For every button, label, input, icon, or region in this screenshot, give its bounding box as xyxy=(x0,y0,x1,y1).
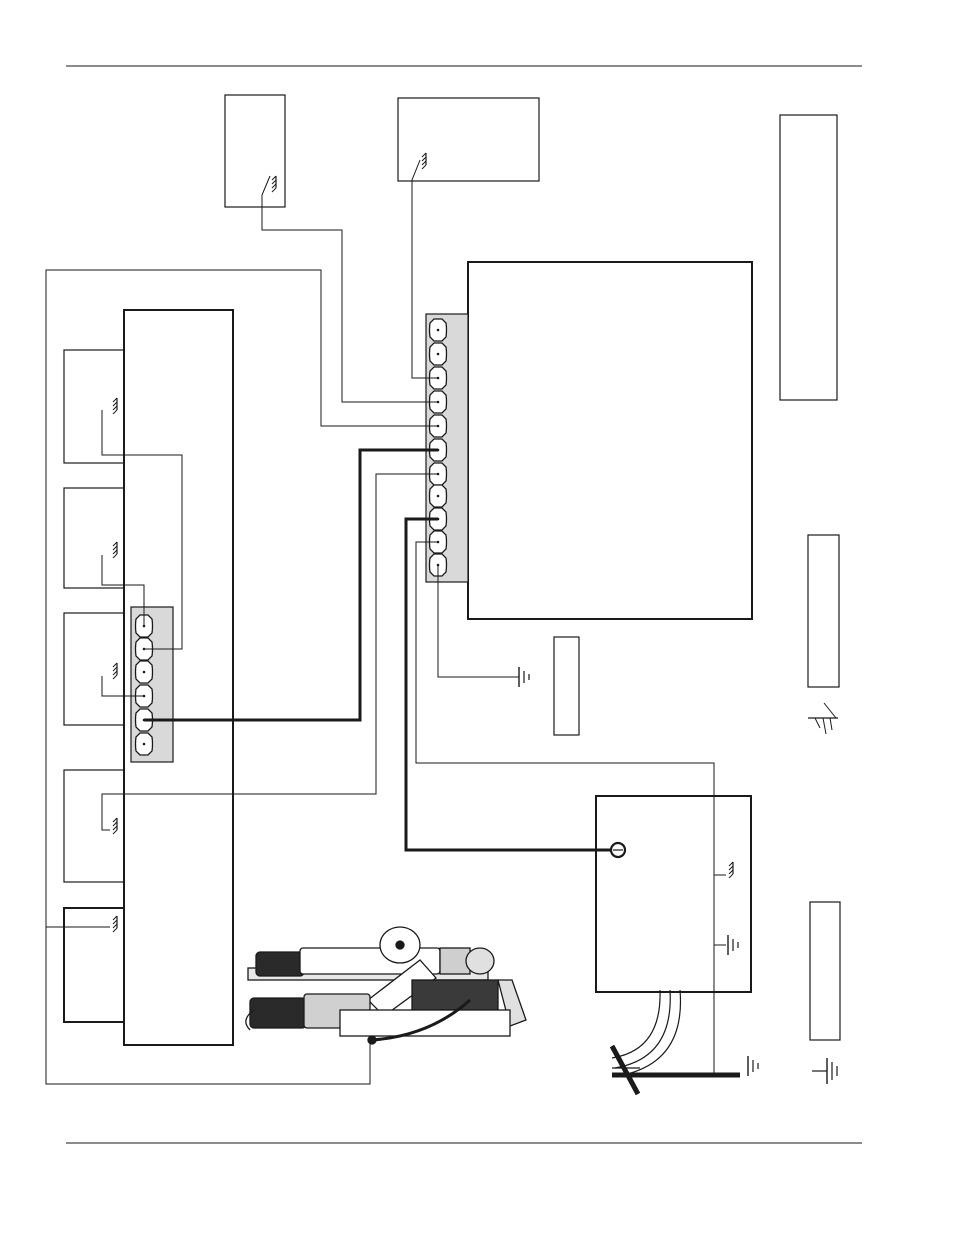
rack-module xyxy=(63,907,125,1023)
rack-module xyxy=(63,612,125,726)
rack-module xyxy=(63,349,125,464)
terminal xyxy=(428,318,448,342)
chassis-ground-icon xyxy=(421,152,427,170)
rack-module xyxy=(63,769,125,883)
earth-ground-rod xyxy=(609,989,759,1096)
terminal xyxy=(134,660,154,684)
top-left-unit xyxy=(224,94,286,208)
chassis-ground-icon xyxy=(112,662,118,680)
rack-terminal-block xyxy=(130,606,174,763)
earth-ground-icon xyxy=(812,1058,838,1084)
chassis-ground-icon xyxy=(112,817,118,835)
earth-ground-icon xyxy=(518,666,530,688)
thin-wires xyxy=(45,159,740,1085)
right-bottom-panel xyxy=(809,901,841,1041)
workpiece-enclosure xyxy=(595,795,752,993)
earth-ground-icon xyxy=(747,1055,759,1077)
chassis-ground-icon xyxy=(112,541,118,559)
top-center-unit xyxy=(397,97,540,182)
terminal-strip xyxy=(425,313,469,583)
chassis-ground-icon xyxy=(728,861,734,879)
main-power-supply xyxy=(467,261,753,620)
heavy-wires xyxy=(144,448,618,852)
plasma-torch-icon xyxy=(245,926,527,1045)
chassis-ground-icon xyxy=(271,175,277,193)
terminal xyxy=(428,484,448,508)
terminal xyxy=(134,732,154,756)
chassis-ground-icon xyxy=(112,915,118,933)
right-tall-panel xyxy=(779,114,838,401)
terminal xyxy=(428,342,448,366)
control-rack xyxy=(63,309,234,1046)
chassis-ground-icon xyxy=(112,397,118,415)
small-label-panel xyxy=(553,636,580,736)
chassis-ground-icon xyxy=(808,702,838,735)
right-middle-panel xyxy=(807,534,840,688)
rack-module xyxy=(63,487,125,589)
earth-ground-icon xyxy=(727,934,739,956)
